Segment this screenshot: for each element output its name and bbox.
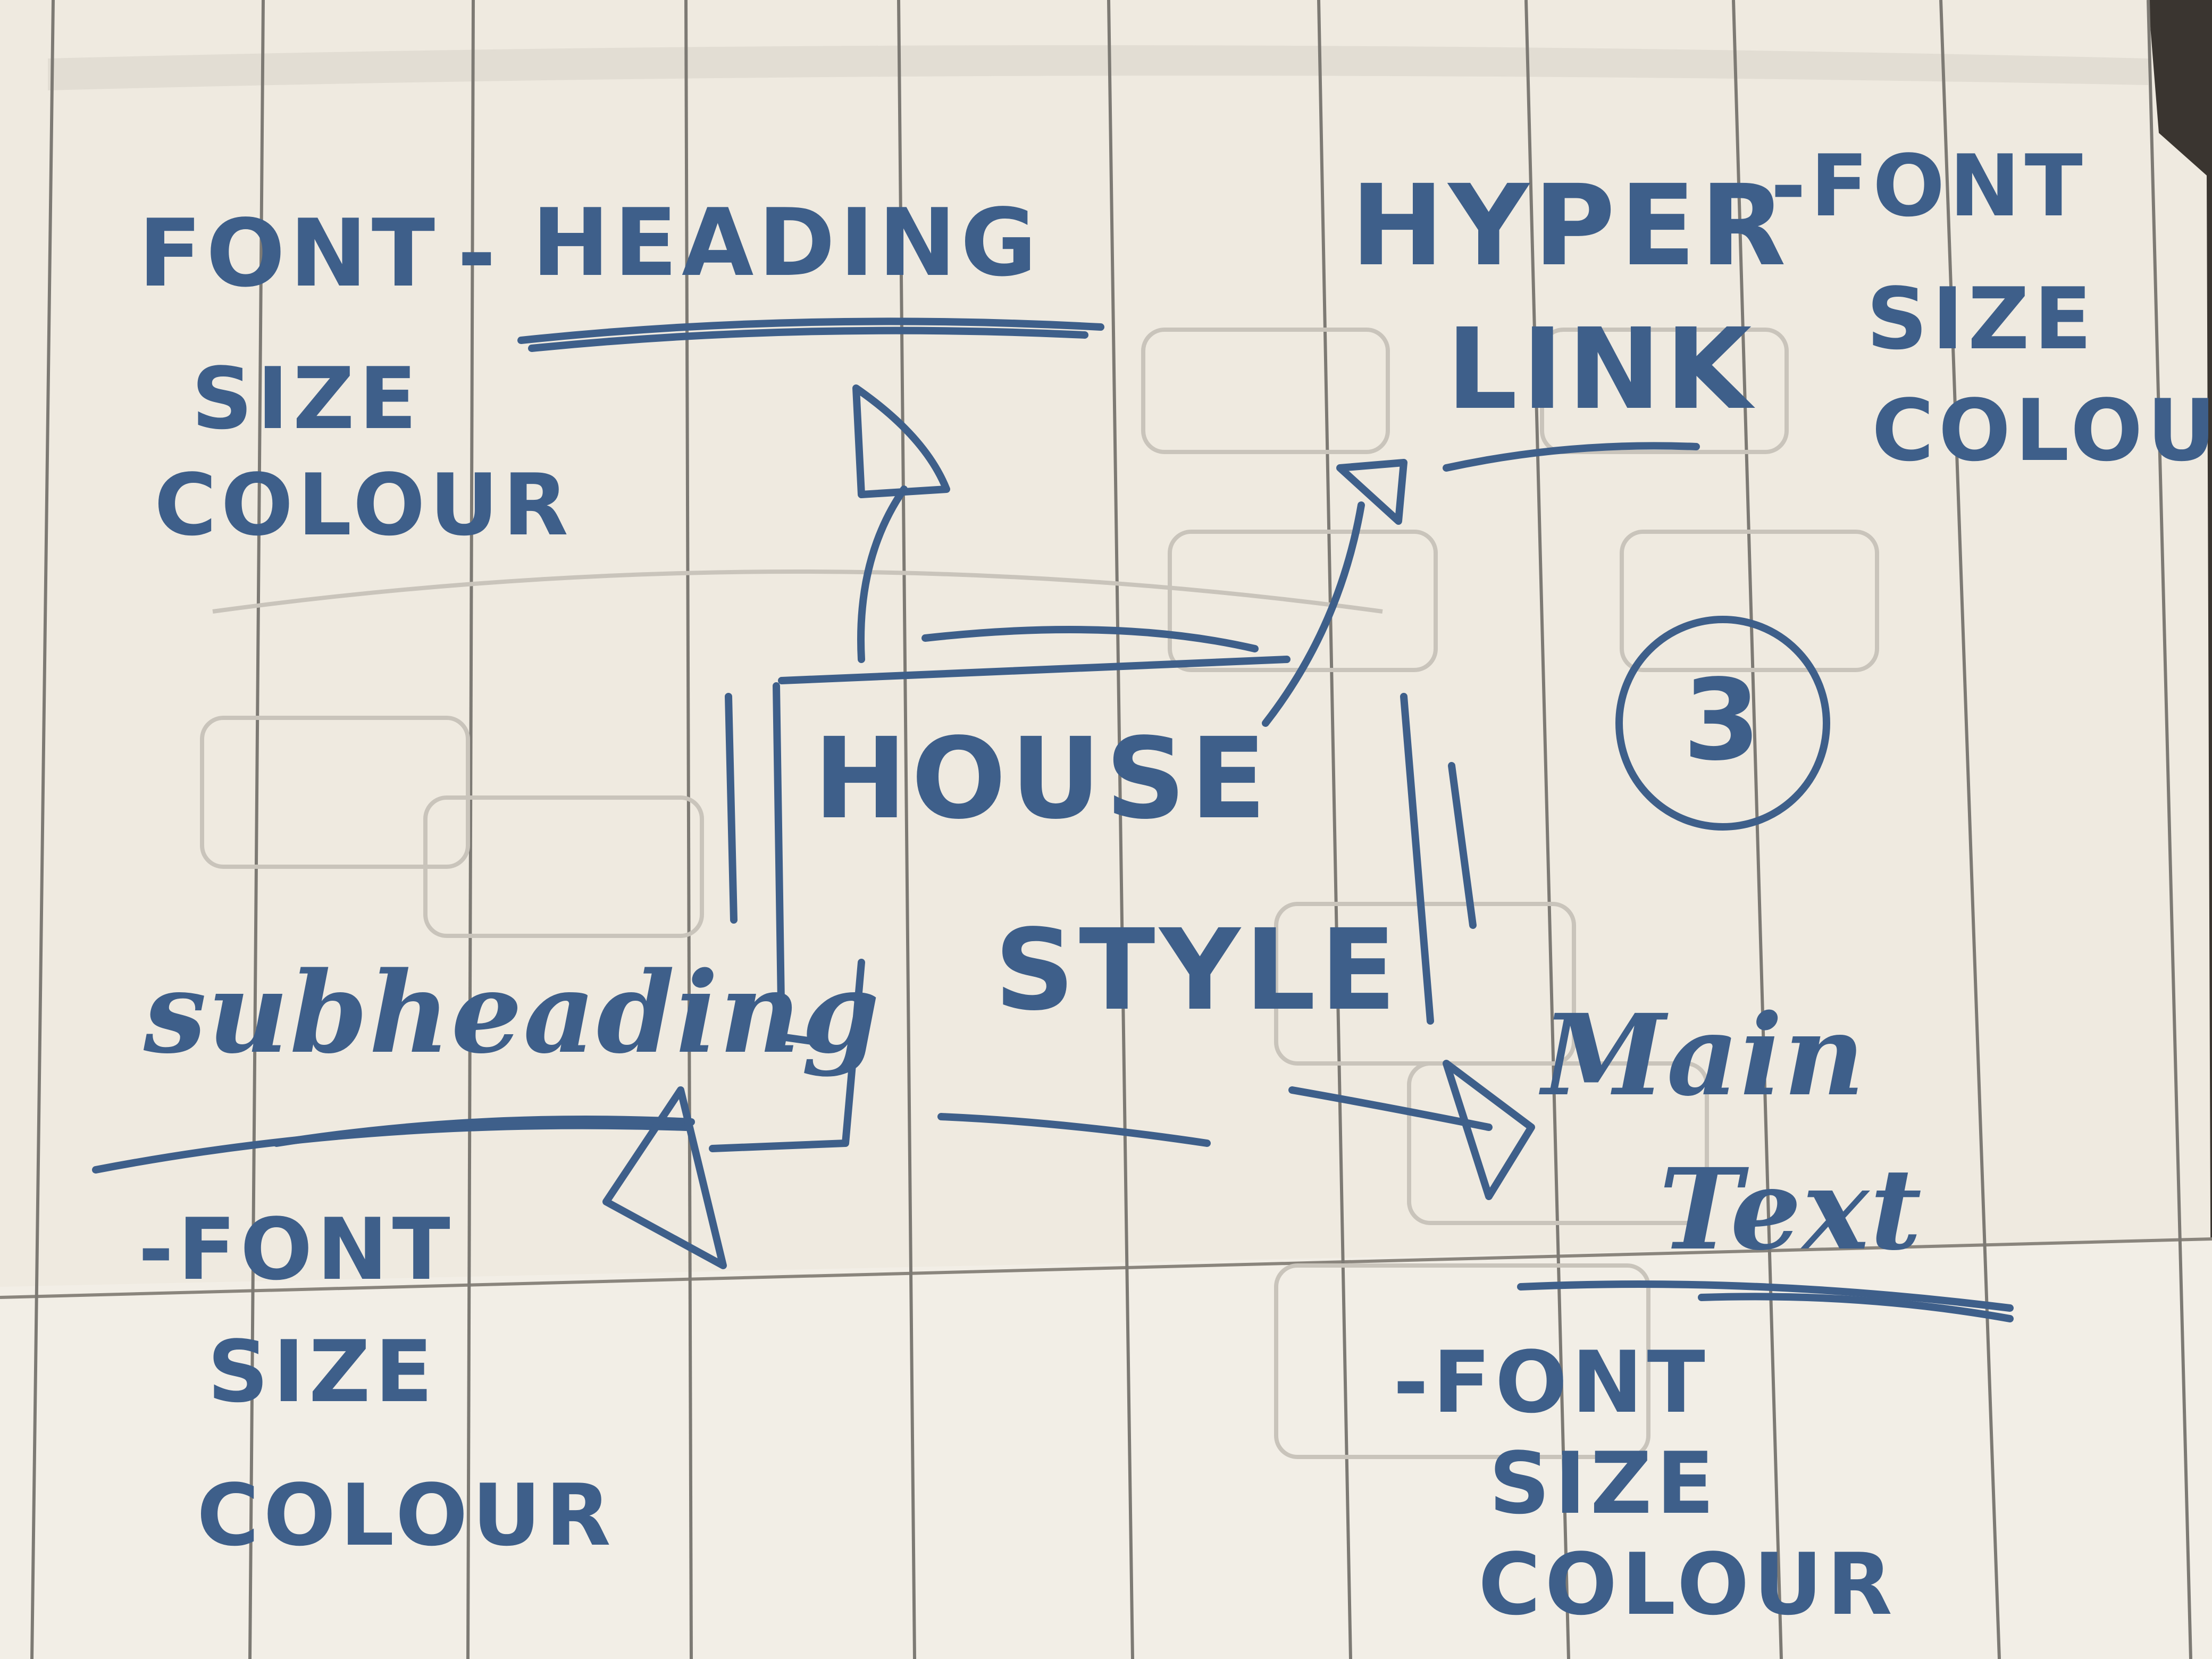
arrow-to-heading: [857, 485, 908, 663]
heading-attr-size: SIZE: [191, 349, 422, 448]
heading-attr-colour: COLOUR: [154, 455, 573, 555]
main-text-attr-size: SIZE: [1489, 1434, 1719, 1533]
hyperlink-prefix: -FONT: [1771, 136, 2087, 236]
arrowhead-main-text: [1443, 1060, 1535, 1200]
badge-number: 3: [1683, 655, 1765, 785]
sheet-fold-line: [0, 1237, 2212, 1299]
main-text-line1: Main: [1542, 990, 1866, 1121]
heading-underline: [517, 317, 1104, 344]
main-text-prefix: -FONT: [1393, 1333, 1710, 1432]
main-text-underline: [1517, 1280, 2014, 1312]
house-box-bottom-left: [709, 959, 865, 1152]
main-text-line2: Text: [1659, 1144, 1923, 1275]
hyperlink-underline: [1443, 442, 1700, 472]
arrowhead-heading: [852, 384, 950, 498]
badge-circle: [1615, 616, 1830, 831]
heading-title: HEADING: [532, 189, 1041, 297]
house-box-top: [778, 656, 1291, 684]
house-box-left: [773, 682, 823, 1046]
hyperlink-attr-colour: COLOUR: [1872, 381, 2212, 480]
paper-curl: [48, 45, 2148, 90]
subheading-title: subheading: [144, 947, 881, 1078]
center-title-line2: STYLE: [994, 905, 1401, 1035]
arrow-to-main-text: [1288, 1086, 1493, 1131]
center-title-line1: HOUSE: [814, 714, 1271, 844]
ghost-drawings: [200, 328, 1879, 1459]
hyperlink-line1: HYPER: [1351, 161, 1790, 291]
ink-strokes: [92, 317, 2014, 1322]
lower-sheet: [0, 1239, 2212, 1659]
ruling-lines: [30, 0, 2192, 1659]
hyperlink-line2: LINK: [1446, 304, 1756, 434]
arrowhead-subheading: [602, 1086, 727, 1269]
house-bottom-line: [937, 1113, 1211, 1147]
hyperlink-attr-size: SIZE: [1866, 269, 2097, 368]
main-text-attr-colour: COLOUR: [1478, 1535, 1897, 1634]
subheading-attr-colour: COLOUR: [197, 1465, 615, 1565]
heading-dash: -: [457, 200, 500, 308]
subheading-prefix: -FONT: [138, 1200, 455, 1299]
arrow-to-hyperlink: [1262, 501, 1365, 727]
subheading-attr-size: SIZE: [207, 1322, 438, 1421]
heading-prefix: FONT: [138, 200, 440, 308]
house-box-right: [1400, 693, 1434, 1025]
